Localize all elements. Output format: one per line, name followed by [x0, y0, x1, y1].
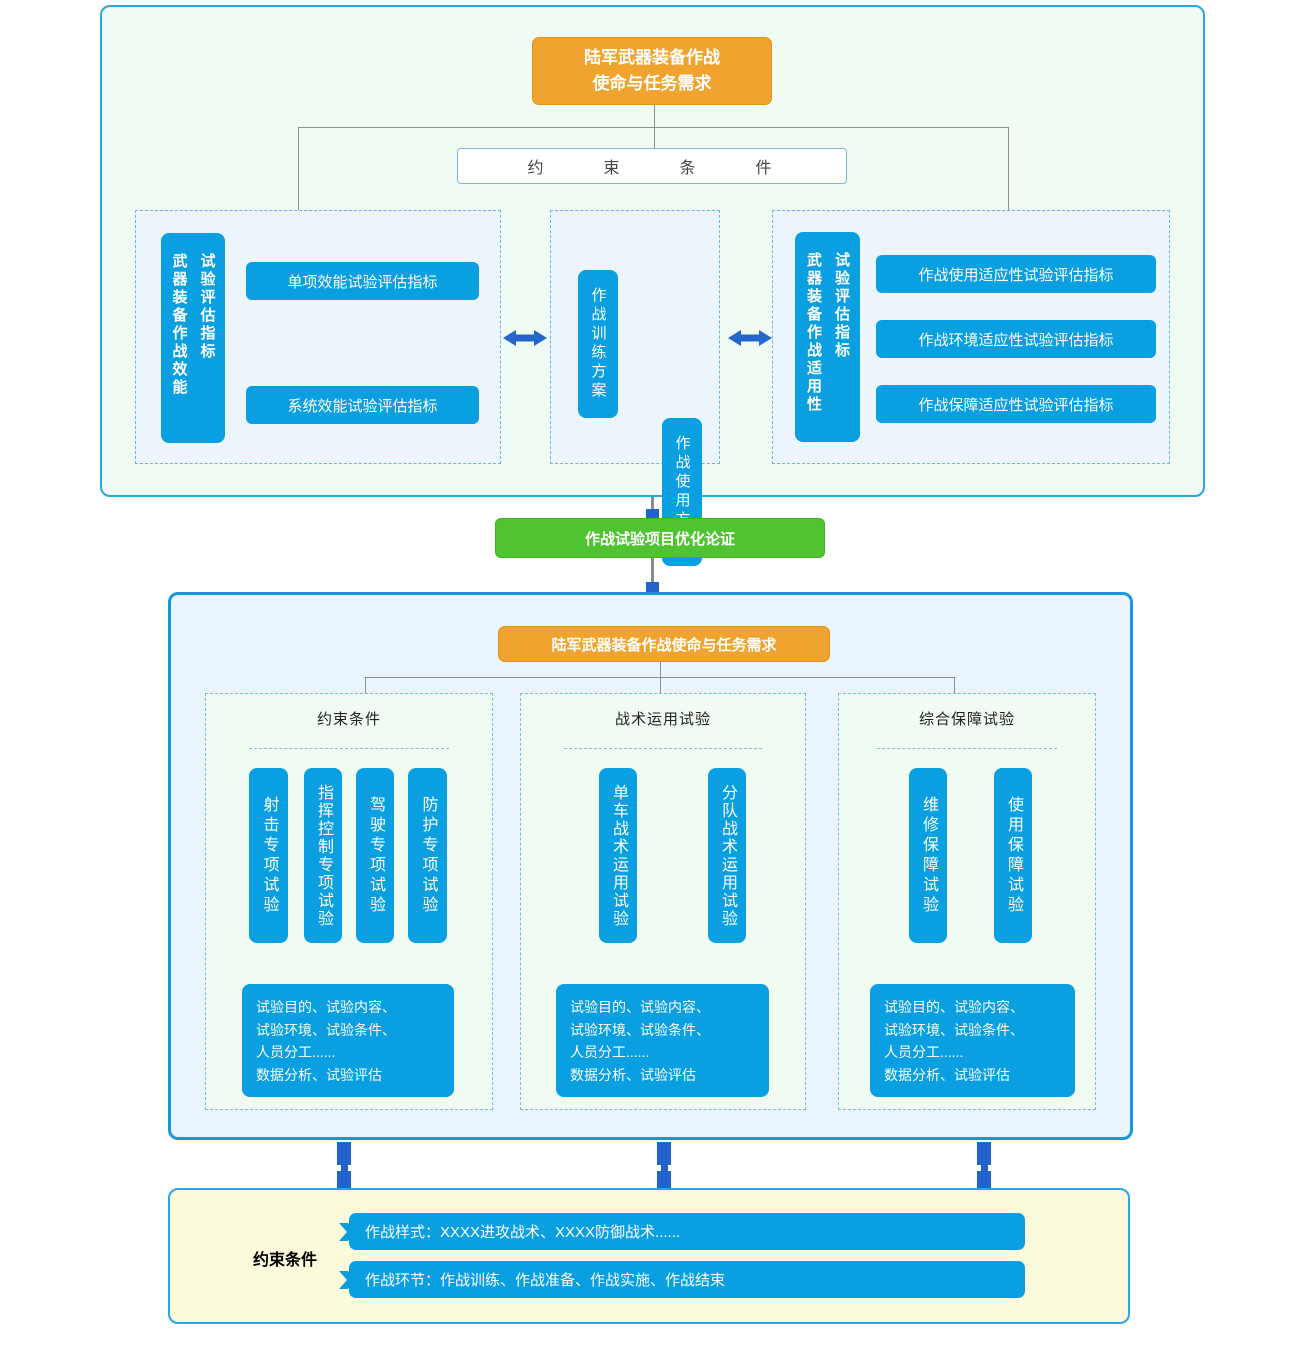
connector-line: [365, 677, 366, 693]
connector-line: [651, 558, 654, 582]
suitability-panel: 武器装备作战适用性 试验评估指标 作战使用适应性试验评估指标 作战环境适应性试验…: [772, 210, 1170, 464]
support-suitability-indicator-box: 作战保障适应性试验评估指标: [876, 385, 1156, 423]
protection-test-box: 防护专项试验: [408, 768, 447, 943]
double-arrow-icon: [728, 330, 772, 346]
connector-node: [337, 1171, 351, 1188]
connector-node: [977, 1171, 991, 1188]
environment-suitability-indicator-box: 作战环境适应性试验评估指标: [876, 320, 1156, 358]
constraint-label: 约束条件: [252, 1252, 317, 1269]
connector-node: [340, 1165, 348, 1171]
tactical-tests-column: 战术运用试验 单车战术运用试验 分队战术运用试验 试验目的、试验内容、 试验环境…: [520, 693, 806, 1110]
vertical-label-col2: 试验评估指标: [198, 253, 216, 361]
effectiveness-panel: 武器装备作战效能 试验评估指标 单项效能试验评估指标 系统效能试验评估指标: [135, 210, 501, 464]
connector-node: [646, 509, 659, 519]
plan-panel: 作战训练方案 作战使用方案: [550, 210, 720, 566]
support-tests-column: 综合保障试验 维修保障试验 使用保障试验 试验目的、试验内容、 试验环境、试验条…: [838, 693, 1096, 1110]
connector-line: [298, 127, 1009, 128]
connector-line: [660, 662, 661, 677]
title-separator: [248, 748, 450, 749]
maintenance-support-test-box: 维修保障试验: [909, 768, 947, 943]
suitability-vertical-label-box: 武器装备作战适用性 试验评估指标: [795, 232, 860, 442]
connector-node: [657, 1171, 671, 1188]
connector-node: [646, 582, 659, 592]
shooting-test-box: 射击专项试验: [249, 768, 288, 943]
optimization-box: 作战试验项目优化论证: [495, 518, 825, 558]
test-detail-box: 试验目的、试验内容、 试验环境、试验条件、 人员分工...... 数据分析、试验…: [870, 984, 1075, 1097]
test-detail-box: 试验目的、试验内容、 试验环境、试验条件、 人员分工...... 数据分析、试验…: [242, 984, 454, 1097]
connector-node: [337, 1142, 351, 1165]
column-title: 战术运用试验: [614, 711, 711, 728]
use-suitability-indicator-box: 作战使用适应性试验评估指标: [876, 255, 1156, 293]
connector-line: [654, 127, 655, 148]
connector-node: [660, 1165, 668, 1171]
bottom-section: 约束条件 作战样式：XXXX进攻战术、XXXX防御战术...... 作战环节：作…: [168, 1188, 1130, 1324]
combat-phase-bar: 作战环节：作战训练、作战准备、作战实施、作战结束: [349, 1261, 1025, 1298]
connector-line: [651, 497, 654, 510]
connector-line: [660, 677, 661, 693]
command-control-test-box: 指挥控制专项试验: [304, 768, 342, 943]
vertical-label-col2: 试验评估指标: [833, 252, 850, 360]
usage-support-test-box: 使用保障试验: [994, 768, 1032, 943]
connector-node: [657, 1142, 671, 1165]
connector-node: [977, 1142, 991, 1165]
connector-line: [954, 677, 955, 693]
connector-line: [654, 105, 655, 127]
double-arrow-icon: [503, 330, 547, 346]
middle-section: 陆军武器装备作战使命与任务需求 约束条件 射击专项试验 指挥控制专项试验 驾驶专…: [168, 592, 1133, 1140]
test-detail-box: 试验目的、试验内容、 试验环境、试验条件、 人员分工...... 数据分析、试验…: [556, 984, 769, 1097]
vertical-label-col1: 武器装备作战适用性: [805, 252, 822, 414]
column-title: 综合保障试验: [918, 711, 1015, 728]
driving-test-box: 驾驶专项试验: [356, 768, 394, 943]
title-separator: [563, 748, 763, 749]
connector-line: [298, 127, 299, 210]
training-plan-box: 作战训练方案: [578, 270, 618, 418]
vertical-label-col1: 武器装备作战效能: [170, 253, 188, 397]
connector-line: [1008, 127, 1009, 210]
constraint-condition-box: 约束条件: [457, 148, 847, 184]
unit-tactical-test-box: 分队战术运用试验: [708, 768, 746, 943]
constraint-tests-column: 约束条件 射击专项试验 指挥控制专项试验 驾驶专项试验 防护专项试验 试验目的、…: [205, 693, 493, 1110]
combat-style-bar: 作战样式：XXXX进攻战术、XXXX防御战术......: [349, 1213, 1025, 1250]
system-effectiveness-indicator-box: 系统效能试验评估指标: [246, 386, 479, 424]
root-requirement-box-2: 陆军武器装备作战使命与任务需求: [498, 626, 830, 662]
training-plan-label: 作战训练方案: [589, 287, 607, 401]
column-title: 约束条件: [316, 711, 381, 728]
root-requirement-box: 陆军武器装备作战 使命与任务需求: [532, 37, 772, 105]
single-effectiveness-indicator-box: 单项效能试验评估指标: [246, 262, 479, 300]
top-section: 陆军武器装备作战 使命与任务需求 约束条件 武器装备作战效能 试验评估指标 单项…: [100, 5, 1205, 566]
connector-node: [980, 1165, 988, 1171]
title-separator: [877, 748, 1057, 749]
single-vehicle-tactical-test-box: 单车战术运用试验: [599, 768, 637, 943]
effectiveness-vertical-label-box: 武器装备作战效能 试验评估指标: [161, 233, 225, 443]
